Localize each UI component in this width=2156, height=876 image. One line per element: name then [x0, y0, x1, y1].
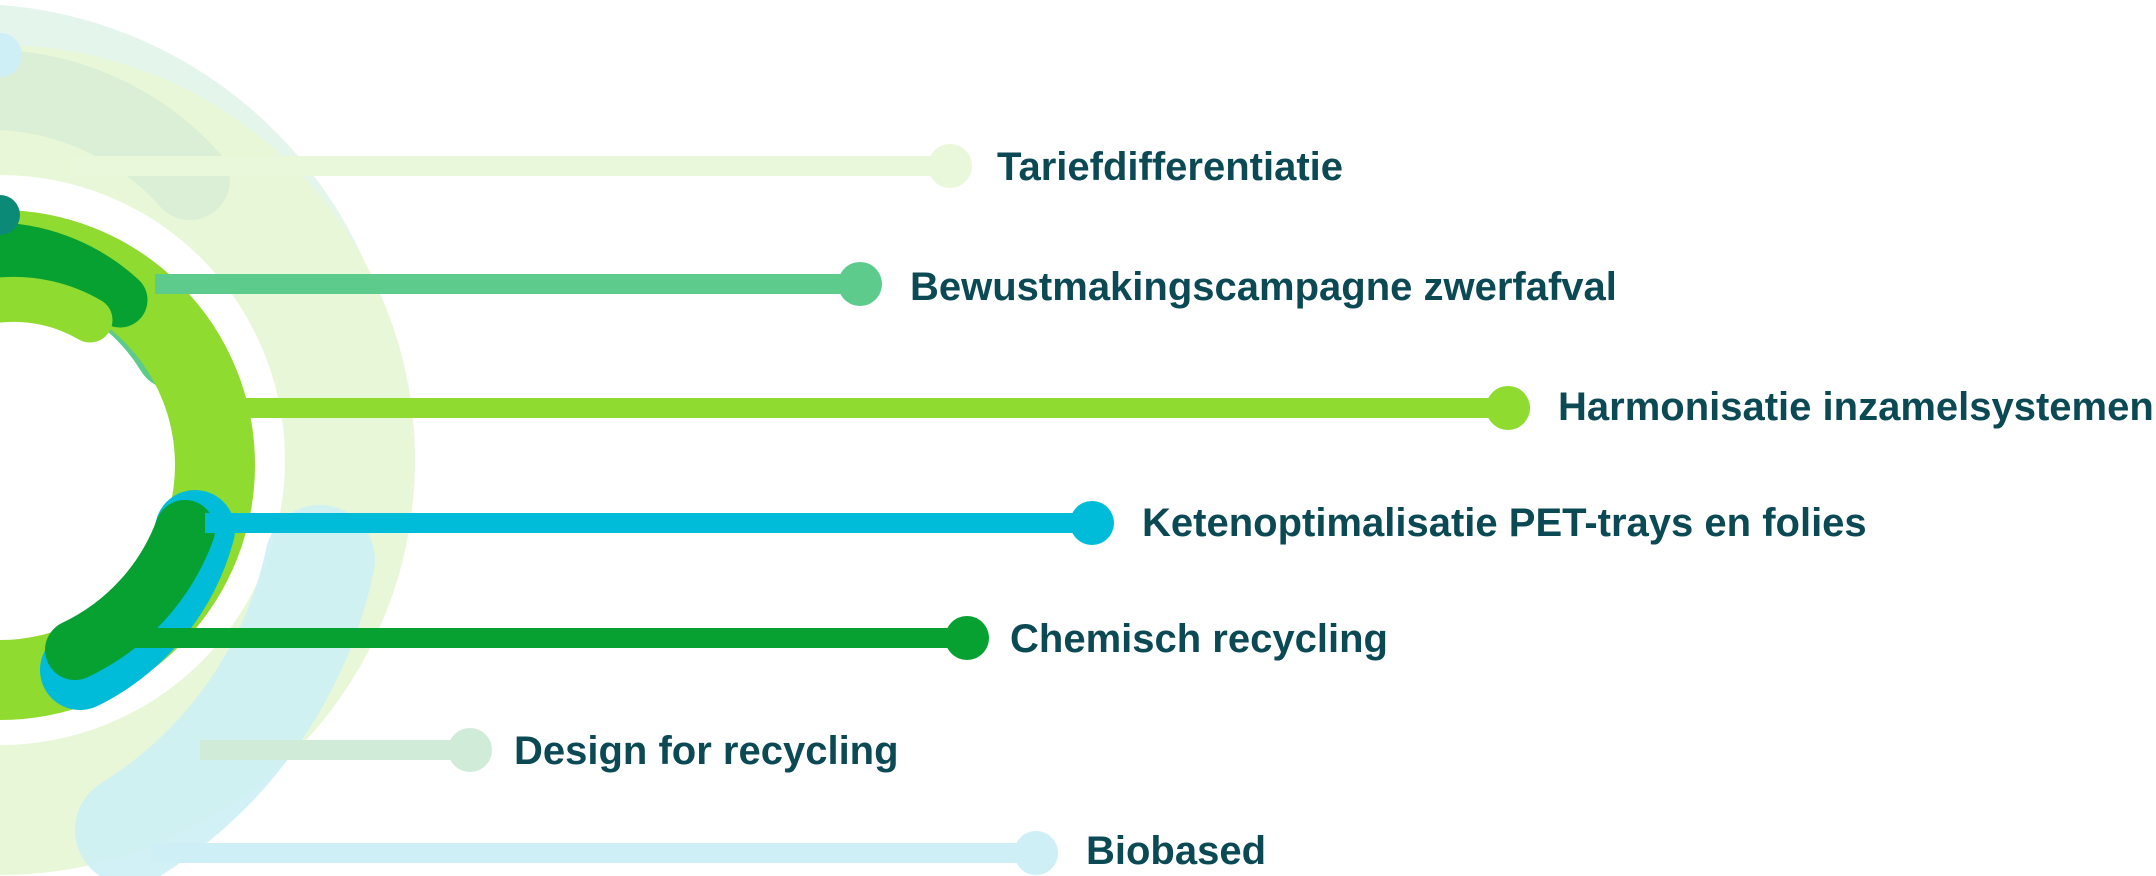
item-list: Tariefdifferentiatie Bewustmakingscampag…: [70, 144, 2154, 875]
teal-dot: [0, 195, 20, 235]
connector-dot: [945, 616, 989, 660]
connector-dot: [928, 144, 972, 188]
dark-green-arc: [45, 500, 215, 680]
item-biobased: Biobased: [150, 829, 1266, 875]
item-tariefdifferentiatie: Tariefdifferentiatie: [70, 144, 1343, 189]
item-label: Ketenoptimalisatie PET-trays en folies: [1142, 501, 1867, 545]
item-harmonisatie: Harmonisatie inzamelsystemen: [200, 385, 2154, 430]
item-label: Tariefdifferentiatie: [997, 145, 1343, 189]
connector-dot: [838, 262, 882, 306]
arc-group: [0, 5, 415, 876]
pale-cyan-dot: [0, 33, 22, 77]
item-design-for-recycling: Design for recycling: [200, 728, 899, 773]
item-label: Chemisch recycling: [1010, 617, 1388, 661]
item-label: Design for recycling: [514, 729, 899, 773]
connector-dot: [1070, 501, 1114, 545]
item-label: Harmonisatie inzamelsystemen: [1558, 385, 2154, 429]
item-label: Biobased: [1086, 829, 1266, 873]
connector-dot: [1486, 386, 1530, 430]
item-bewustmakingscampagne: Bewustmakingscampagne zwerfafval: [155, 262, 1617, 309]
connector-dot: [1014, 831, 1058, 875]
item-label: Bewustmakingscampagne zwerfafval: [910, 265, 1617, 309]
item-chemisch-recycling: Chemisch recycling: [120, 616, 1388, 661]
outer-cyan-arc: [75, 505, 375, 876]
item-ketenoptimalisatie: Ketenoptimalisatie PET-trays en folies: [205, 501, 1867, 545]
connector-dot: [448, 728, 492, 772]
dark-green-top-arc: [0, 222, 148, 328]
lime-top-arc: [0, 276, 113, 343]
